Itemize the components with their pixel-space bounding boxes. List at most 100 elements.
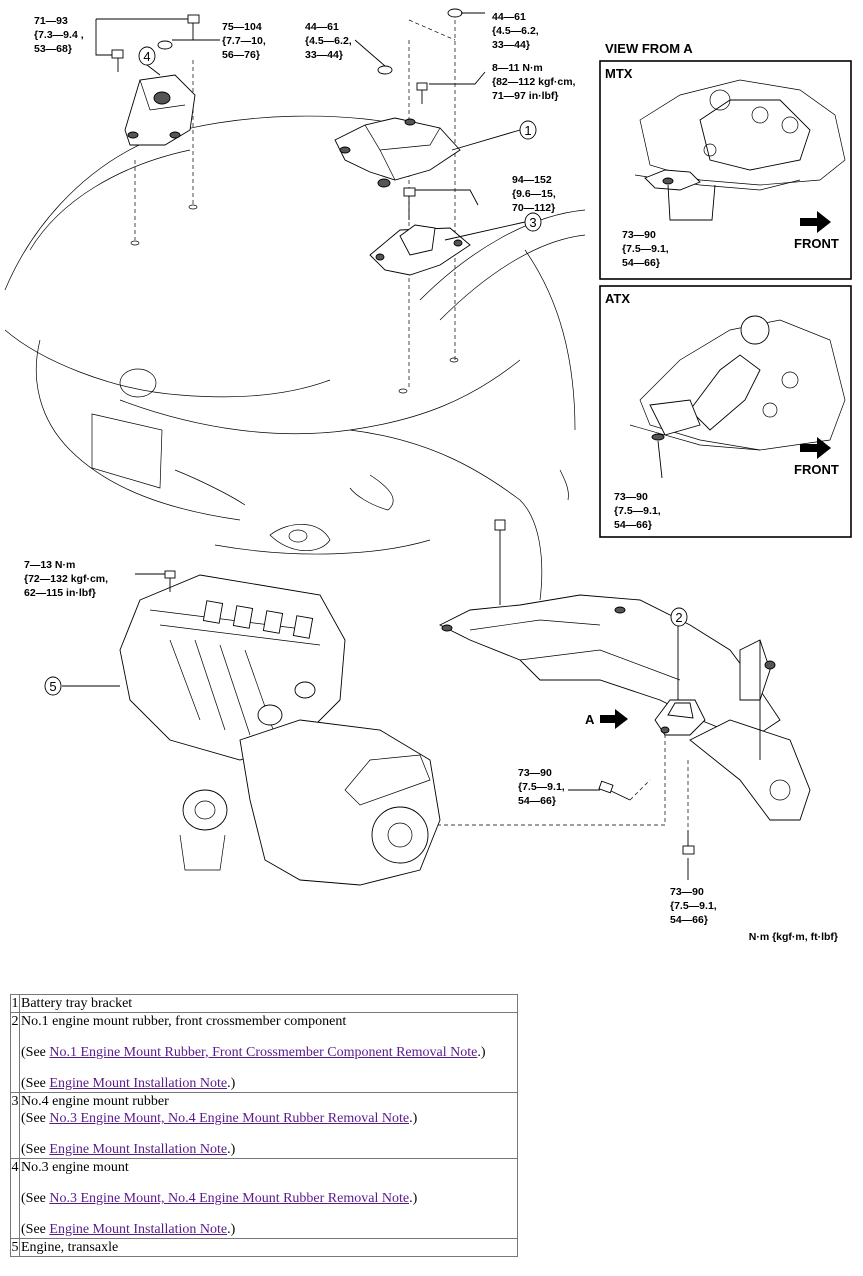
table-row: 2 No.1 engine mount rubber, front crossm… <box>10 1012 518 1093</box>
row-number: 4 <box>10 1158 20 1239</box>
callout-marker-4: 4 <box>138 46 156 66</box>
bolt-icon <box>164 570 176 592</box>
view-from-a-heading: VIEW FROM A <box>605 41 693 56</box>
callout-marker-5: 5 <box>44 676 62 696</box>
callout-marker-2: 2 <box>670 607 688 627</box>
engine-transaxle <box>119 574 441 886</box>
svg-text:7—13 N·m: 7—13 N·m <box>24 559 75 571</box>
svg-text:8—11 N·m: 8—11 N·m <box>492 62 543 74</box>
arrow-a-label: A <box>585 712 595 727</box>
mtx-view-panel: MTX 73—90 {7.5—9.1, 54—66} FRONT <box>599 60 852 280</box>
svg-text:71—97 in·lbf}: 71—97 in·lbf} <box>492 90 559 102</box>
svg-text:{4.5—6.2,: {4.5—6.2, <box>492 25 539 37</box>
torque-callout-crossmember-bolt-bottom: 73—90 {7.5—9.1, 54—66} <box>670 886 717 926</box>
torque-callout-bracket-nut-right: 44—61 {4.5—6.2, 33—44} <box>492 11 539 51</box>
row-number: 1 <box>10 994 20 1013</box>
torque-callout-engine-bolt: 7—13 N·m {72—132 kgf·cm, 62—115 in·lbf} <box>24 559 108 599</box>
row-description: No.4 engine mount rubber (See No.3 Engin… <box>19 1092 518 1159</box>
row-number: 3 <box>10 1092 20 1159</box>
nut-icon <box>157 40 173 50</box>
torque-callout-bracket-nut-left: 44—61 {4.5—6.2, 33—44} <box>305 21 352 61</box>
svg-text:56—76}: 56—76} <box>222 49 260 61</box>
bolt-icon <box>403 187 416 220</box>
svg-text:4: 4 <box>143 49 150 64</box>
torque-callout-no4-rubber-bolt: 94—152 {9.6—15, 70—112} <box>512 174 556 214</box>
front-label: FRONT <box>794 236 839 251</box>
svg-text:73—90: 73—90 <box>670 886 704 898</box>
exploded-view-diagram: A 1 2 3 4 5 71—93 {7.3—9.4 , 53—68} 75—1… <box>4 8 852 943</box>
svg-text:{4.5—6.2,: {4.5—6.2, <box>305 35 352 47</box>
svg-text:54—66}: 54—66} <box>670 914 708 926</box>
installation-note-link[interactable]: Engine Mount Installation Note <box>49 1142 228 1157</box>
svg-text:73—90: 73—90 <box>622 229 656 241</box>
torque-callout-no3-mount-nut: 75—104 {7.7—10, 56—76} <box>222 21 266 61</box>
bolt-icon <box>187 14 200 40</box>
svg-text:{7.7—10,: {7.7—10, <box>222 35 266 47</box>
no3-engine-mount <box>124 74 196 146</box>
svg-text:{7.3—9.4 ,: {7.3—9.4 , <box>34 29 84 41</box>
svg-text:33—44}: 33—44} <box>492 39 530 51</box>
svg-text:1: 1 <box>524 123 531 138</box>
bolt-icon <box>416 82 428 104</box>
svg-text:5: 5 <box>49 679 56 694</box>
table-row: 5 Engine, transaxle <box>10 1238 518 1257</box>
svg-text:{9.6—15,: {9.6—15, <box>512 188 556 200</box>
front-arrow-icon <box>800 211 831 233</box>
view-arrow-a-icon <box>600 709 628 729</box>
torque-callout-crossmember-bolt-side: 73—90 {7.5—9.1, 54—66} <box>518 767 565 807</box>
svg-text:{7.5—9.1,: {7.5—9.1, <box>622 243 669 255</box>
bolt-icon <box>598 780 631 801</box>
callout-marker-3: 3 <box>524 212 542 232</box>
svg-text:2: 2 <box>675 610 682 625</box>
row-description: No.3 engine mount (See No.3 Engine Mount… <box>19 1158 518 1239</box>
atx-label: ATX <box>605 291 630 306</box>
torque-callout-no3-mount-bolt: 71—93 {7.3—9.4 , 53—68} <box>34 15 84 55</box>
torque-callout-bracket-bolt: 8—11 N·m {82—112 kgf·cm, 71—97 in·lbf} <box>492 62 576 102</box>
atx-view-panel: ATX 73—90 {7.5—9.1, 54—66} FRONT <box>599 285 852 538</box>
nut-icon <box>447 8 463 18</box>
callout-marker-1: 1 <box>519 120 537 140</box>
row-description: Battery tray bracket <box>19 994 518 1013</box>
front-label: FRONT <box>794 462 839 477</box>
battery-tray-bracket <box>334 117 461 188</box>
table-row: 4 No.3 engine mount (See No.3 Engine Mou… <box>10 1158 518 1239</box>
svg-text:{7.5—9.1,: {7.5—9.1, <box>614 505 661 517</box>
row-description: Engine, transaxle <box>19 1238 518 1257</box>
table-row: 1 Battery tray bracket <box>10 994 518 1013</box>
bolt-icon <box>111 49 124 72</box>
svg-text:73—90: 73—90 <box>614 491 648 503</box>
svg-text:54—66}: 54—66} <box>518 795 556 807</box>
units-note: N·m {kgf·m, ft·lbf} <box>749 931 838 943</box>
svg-text:{82—112 kgf·cm,: {82—112 kgf·cm, <box>492 76 576 88</box>
svg-text:54—66}: 54—66} <box>622 257 660 269</box>
svg-text:53—68}: 53—68} <box>34 43 72 55</box>
svg-text:73—90: 73—90 <box>518 767 552 779</box>
front-arrow-icon <box>800 437 831 459</box>
svg-text:44—61: 44—61 <box>305 21 339 33</box>
svg-text:33—44}: 33—44} <box>305 49 343 61</box>
nut-icon <box>377 65 393 75</box>
mtx-label: MTX <box>605 66 633 81</box>
no1-engine-mount-rubber <box>654 699 706 736</box>
svg-text:54—66}: 54—66} <box>614 519 652 531</box>
svg-text:{7.5—9.1,: {7.5—9.1, <box>670 900 717 912</box>
table-row: 3 No.4 engine mount rubber (See No.3 Eng… <box>10 1092 518 1159</box>
installation-note-link[interactable]: Engine Mount Installation Note <box>49 1076 228 1091</box>
svg-text:75—104: 75—104 <box>222 21 262 33</box>
row-number: 2 <box>10 1012 20 1093</box>
svg-text:70—112}: 70—112} <box>512 202 555 214</box>
removal-note-link[interactable]: No.1 Engine Mount Rubber, Front Crossmem… <box>49 1045 478 1060</box>
svg-text:3: 3 <box>529 215 536 230</box>
row-description: No.1 engine mount rubber, front crossmem… <box>19 1012 518 1093</box>
front-crossmember-component <box>438 519 811 821</box>
svg-text:44—61: 44—61 <box>492 11 526 23</box>
installation-note-link[interactable]: Engine Mount Installation Note <box>49 1222 228 1237</box>
svg-text:94—152: 94—152 <box>512 174 552 186</box>
removal-note-link[interactable]: No.3 Engine Mount, No.4 Engine Mount Rub… <box>49 1191 410 1206</box>
removal-note-link[interactable]: No.3 Engine Mount, No.4 Engine Mount Rub… <box>49 1111 410 1126</box>
vehicle-body-outline <box>4 115 586 601</box>
parts-table: 1 Battery tray bracket 2 No.1 engine mou… <box>10 994 518 1257</box>
svg-text:{7.5—9.1,: {7.5—9.1, <box>518 781 565 793</box>
svg-text:62—115 in·lbf}: 62—115 in·lbf} <box>24 587 96 599</box>
svg-text:71—93: 71—93 <box>34 15 68 27</box>
